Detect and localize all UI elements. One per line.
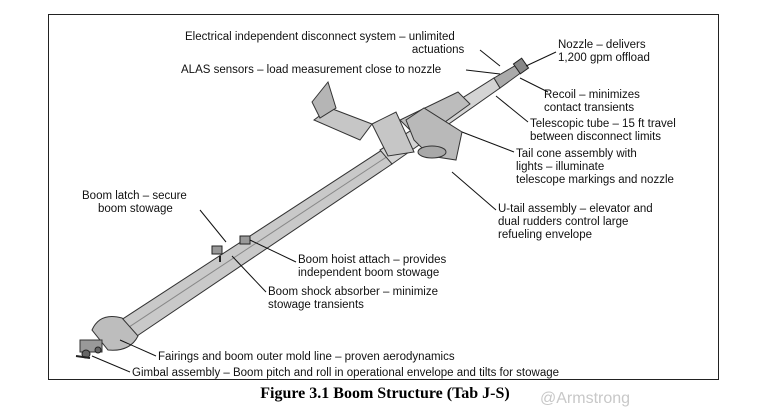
label-tail-cone: Tail cone assembly with lights – illumin… [516, 148, 674, 186]
fairing [91, 316, 139, 351]
label-gimbal: Gimbal assembly – Boom pitch and roll in… [132, 367, 560, 379]
gimbal-assembly [75, 339, 103, 359]
figure-caption: Figure 3.1 Boom Structure (Tab J-S) [260, 385, 510, 402]
label-boom-hoist: Boom hoist attach – provides independent… [298, 254, 447, 279]
label-u-tail: U-tail assembly – elevator and dual rudd… [498, 203, 653, 241]
label-recoil: Recoil – minimizes contact transients [544, 89, 640, 114]
u-tail [405, 107, 463, 161]
right-wing [371, 111, 415, 157]
label-electrical-disconnect: Electrical independent disconnect system… [185, 31, 465, 56]
label-alas-sensors: ALAS sensors – load measurement close to… [181, 64, 442, 76]
label-nozzle: Nozzle – delivers 1,200 gpm offload [558, 39, 650, 64]
leader-lines [91, 49, 557, 373]
watermark: @Armstrong [540, 390, 631, 407]
boom-latch [211, 235, 251, 262]
label-shock-absorber: Boom shock absorber – minimize stowage t… [268, 286, 439, 311]
label-boom-latch: Boom latch – secure boom stowage [82, 190, 187, 215]
left-fin [311, 80, 337, 119]
label-fairings: Fairings and boom outer mold line – prov… [158, 351, 455, 363]
label-telescopic-tube: Telescopic tube – 15 ft travel between d… [530, 118, 676, 143]
